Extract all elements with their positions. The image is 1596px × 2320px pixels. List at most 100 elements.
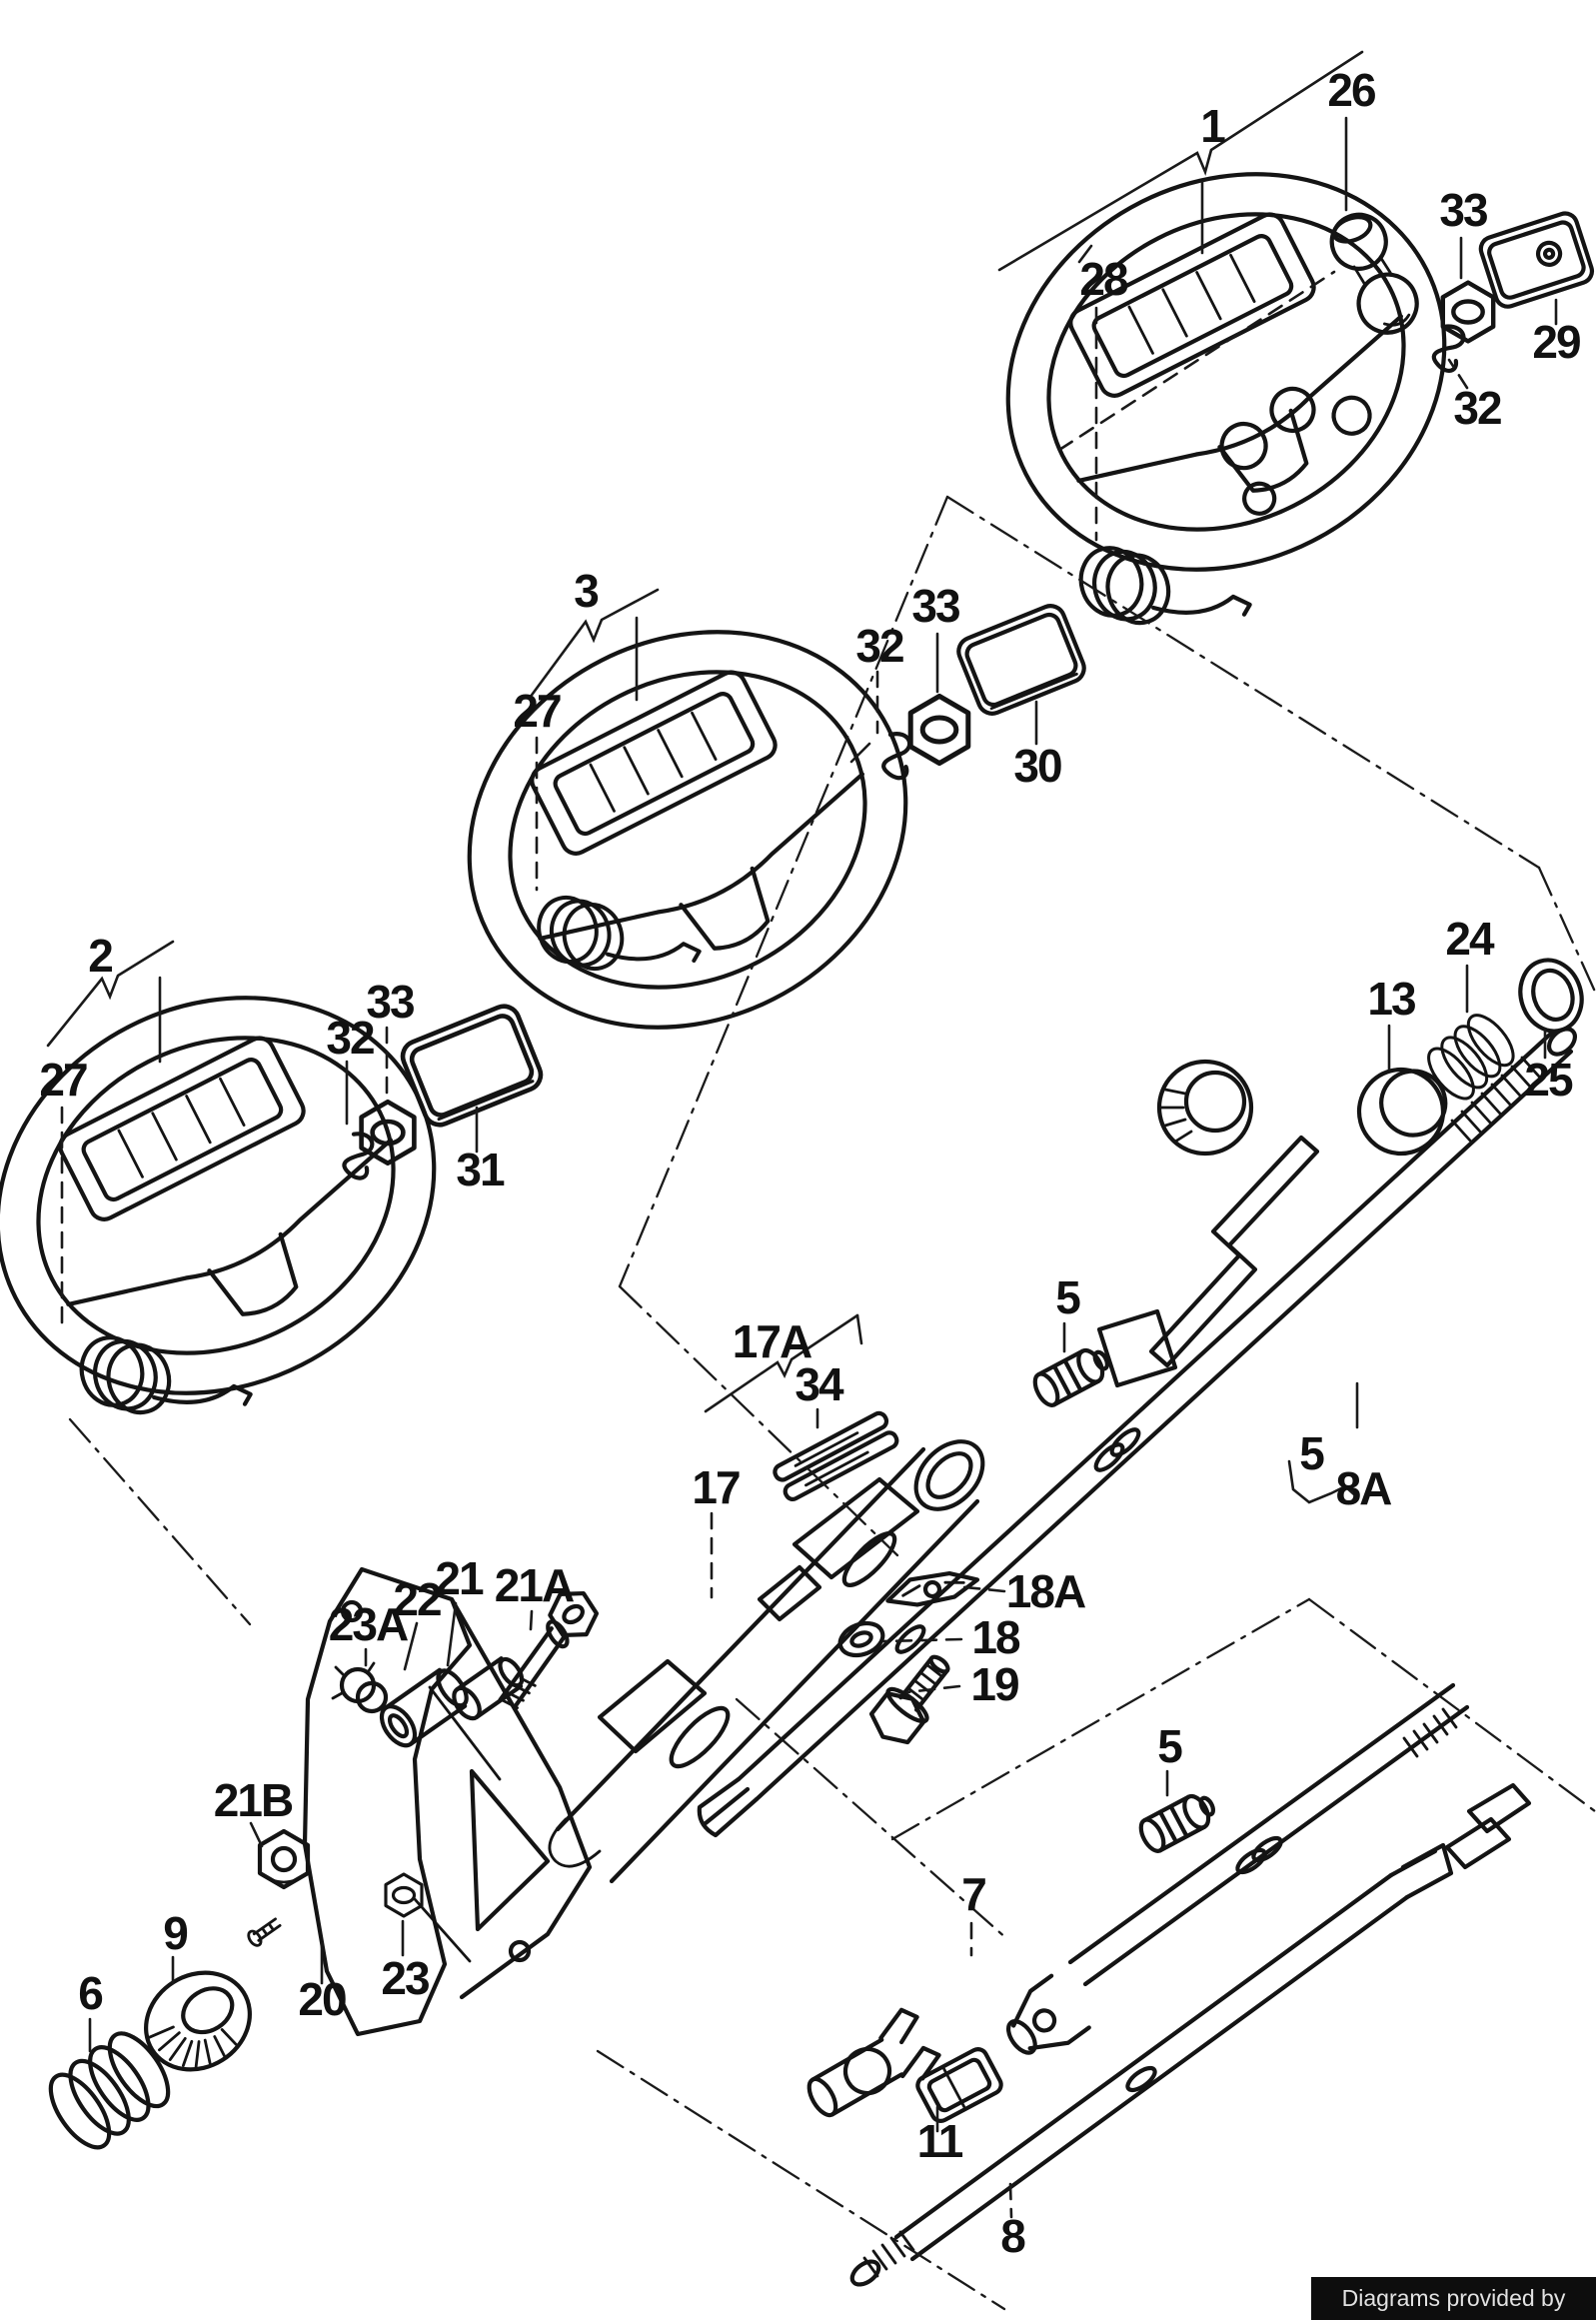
part-label-3-6: 3 (574, 565, 598, 617)
leader-line-3 (1077, 244, 1093, 264)
part-label-26-1: 26 (1327, 64, 1375, 116)
footer-credit: Diagrams provided by catalogs parts (1311, 2277, 1596, 2320)
leader-line-7 (1447, 358, 1469, 390)
steering-shaft-8A (697, 1027, 1578, 1838)
leader-line-52 (890, 1597, 1311, 1841)
part-label-17A-20: 17A (733, 1315, 811, 1367)
part-label-29-4: 29 (1532, 316, 1580, 368)
cap-13 (1356, 1067, 1448, 1157)
part-label-8A-36: 8A (1336, 1462, 1392, 1514)
clamp-plates-34 (773, 1410, 899, 1501)
part-label-27-12: 27 (39, 1054, 87, 1106)
part-label-5-19: 5 (1055, 1271, 1080, 1323)
leader-line-31 (905, 1684, 961, 1694)
horn-pad-30 (954, 602, 1088, 718)
leader-line-50 (618, 1284, 899, 1557)
part-label-22-27: 22 (393, 1573, 441, 1625)
horn-pad-31 (398, 1002, 545, 1130)
part-label-9-33: 9 (163, 1907, 187, 1959)
steering-lock-crank (1096, 1059, 1320, 1388)
yoke-piece (806, 2007, 941, 2118)
part-label-33-13: 33 (366, 976, 414, 1028)
part-label-13-17: 13 (1367, 973, 1415, 1025)
screw-21B-small (247, 1917, 282, 1947)
leader-line-15 (46, 940, 175, 1048)
part-label-34-21: 34 (795, 1358, 844, 1410)
footer-credit-text: Diagrams provided by catalogs parts (1341, 2285, 1566, 2311)
leader-line-49 (1537, 866, 1596, 994)
part-label-20-31: 20 (298, 1973, 346, 2025)
hex-nut-33-mid (910, 696, 968, 763)
part-label-23A-26: 23A (329, 1598, 408, 1650)
leader-line-45 (1008, 2182, 1013, 2219)
leader-line-29 (953, 1584, 1006, 1593)
nut-23 (384, 1872, 424, 1918)
steering-wheel-1 (939, 101, 1512, 644)
part-label-25-18: 25 (1524, 1054, 1573, 1106)
hex-nut-33-top (1443, 283, 1493, 342)
leader-line-42 (1287, 1459, 1357, 1504)
part-label-18A-23: 18A (1006, 1565, 1085, 1617)
bushing-22 (379, 1667, 469, 1748)
leader-line-12 (849, 742, 871, 764)
ignition-cylinder-5-upper (1030, 1343, 1113, 1409)
part-label-19-25: 19 (970, 1658, 1018, 1710)
contact-lever-26 (1329, 212, 1419, 335)
part-label-11-38: 11 (917, 2115, 963, 2167)
intermediate-shaft-7 (1005, 1682, 1470, 2055)
part-label-8-39: 8 (1000, 2210, 1025, 2262)
leader-line-8 (528, 588, 660, 700)
leader-line-30 (881, 1637, 963, 1643)
leader-line-34 (446, 1601, 458, 1667)
mounting-bracket-20 (302, 1566, 593, 2037)
lower-shaft-8 (849, 1782, 1532, 2287)
leader-line-51 (735, 1697, 1009, 1941)
part-label-7-37: 7 (961, 1868, 985, 1920)
leader-line-47 (618, 495, 949, 1288)
clamp-11 (915, 2047, 1003, 2123)
part-label-2-11: 2 (88, 930, 112, 982)
part-label-21B-30: 21B (214, 1774, 293, 1826)
leader-line-0 (997, 50, 1364, 272)
part-label-31-15: 31 (456, 1144, 505, 1195)
part-label-33-3: 33 (1439, 184, 1487, 236)
sleeve-21 (452, 1656, 525, 1721)
part-label-21A-29: 21A (495, 1559, 574, 1611)
ignition-cylinder-5-lower (1136, 1789, 1219, 1855)
part-label-27-7: 27 (513, 685, 561, 737)
part-label-17-22: 17 (692, 1461, 740, 1513)
part-label-6-34: 6 (78, 1967, 102, 2019)
part-label-33-8: 33 (911, 580, 959, 632)
part-label-32-5: 32 (1453, 382, 1501, 434)
leader-line-25 (704, 1313, 859, 1413)
leader-line-33 (403, 1621, 419, 1671)
annotations-layer: 12628332932327333230227333231241325517A3… (39, 50, 1596, 2311)
part-label-23-32: 23 (381, 1952, 429, 2004)
part-label-21-28: 21 (435, 1552, 484, 1604)
bearing-ring-25 (1518, 958, 1584, 1034)
leader-line-48 (945, 495, 1541, 870)
leader-line-54 (596, 2049, 1006, 2311)
leader-line-35 (529, 1609, 534, 1631)
part-label-5-35: 5 (1299, 1427, 1324, 1479)
part-label-24-16: 24 (1445, 913, 1495, 965)
part-label-1-0: 1 (1200, 100, 1225, 152)
steering-wheel-2 (0, 925, 503, 1467)
part-label-5-40: 5 (1157, 1720, 1182, 1772)
spring-6 (40, 2024, 180, 2157)
leader-line-53 (1307, 1597, 1596, 1813)
leader-line-26 (855, 1313, 863, 1345)
part-label-32-9: 32 (855, 620, 903, 672)
leader-line-56 (1057, 270, 1336, 452)
part-label-28-2: 28 (1079, 253, 1128, 305)
column-housing-17 (548, 1439, 985, 1884)
return-spring-27-mid (530, 865, 704, 1000)
bolt-19 (868, 1654, 950, 1745)
s-hook-32-mid (881, 733, 912, 780)
horn-plate-29 (1478, 211, 1595, 309)
part-label-32-14: 32 (326, 1012, 374, 1064)
part-label-30-10: 30 (1013, 740, 1061, 792)
leader-line-36 (249, 1821, 264, 1848)
